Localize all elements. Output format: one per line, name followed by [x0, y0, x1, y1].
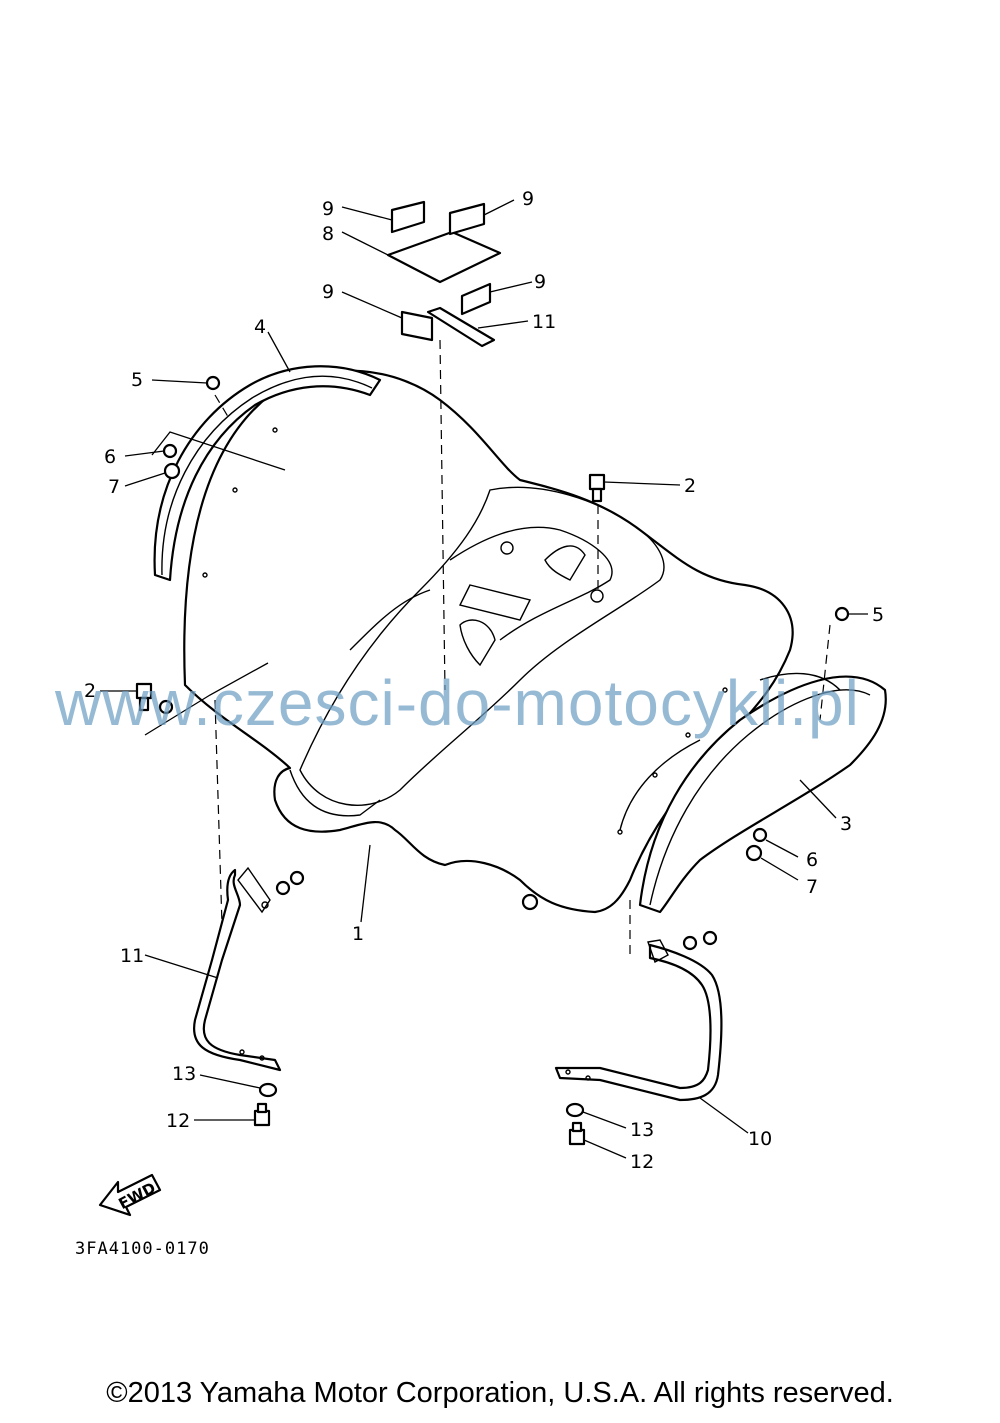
callout-13: 13 — [630, 1119, 654, 1141]
pad-part-9-top-right — [448, 202, 486, 236]
mudflap-part-4 — [153, 365, 382, 582]
rear-fender-part-1 — [183, 369, 794, 914]
pad-part-8 — [386, 230, 502, 284]
callout-8: 8 — [322, 223, 334, 245]
washer-part-13-left — [258, 1082, 278, 1098]
callout-9: 9 — [322, 281, 334, 303]
callout-3: 3 — [840, 813, 852, 835]
drawing-code: 3FA4100-0170 — [75, 1239, 210, 1259]
bolt-part-2-top — [588, 473, 606, 503]
callout-9: 9 — [534, 271, 546, 293]
callout-13: 13 — [172, 1063, 196, 1085]
callout-11: 11 — [120, 945, 144, 967]
callout-12: 12 — [630, 1151, 654, 1173]
callout-2: 2 — [684, 475, 696, 497]
bolt-part-2-left — [135, 682, 174, 715]
grab-bar-part-11 — [192, 866, 305, 1072]
assembly-lines — [144, 339, 831, 955]
copyright-notice: ©2013 Yamaha Motor Corporation, U.S.A. A… — [106, 1377, 894, 1409]
callout-6: 6 — [806, 849, 818, 871]
leader-lines — [100, 199, 868, 1159]
pad-part-9-right — [460, 282, 492, 316]
pad-part-9-top-left — [390, 200, 426, 234]
callout-7: 7 — [806, 876, 818, 898]
screw-part-5-right — [834, 606, 850, 622]
washer-part-13-right — [565, 1102, 585, 1118]
washer-part-6-right — [752, 827, 768, 843]
pad-part-9-left — [400, 310, 434, 342]
callout-7: 7 — [108, 476, 120, 498]
mudflap-part-3 — [638, 672, 887, 914]
callout-5: 5 — [131, 369, 143, 391]
callout-9: 9 — [322, 198, 334, 220]
forward-arrow-icon: FWD — [98, 1173, 162, 1217]
bolt-part-12-right — [568, 1121, 586, 1146]
nut-part-7-left — [163, 462, 181, 480]
bolt-part-side — [521, 893, 539, 911]
callout-1: 1 — [352, 923, 364, 945]
callout-2: 2 — [84, 680, 96, 702]
screw-part-5-left — [205, 375, 221, 391]
nut-part-7-right — [745, 844, 763, 862]
callout-9: 9 — [522, 188, 534, 210]
strip-part-11 — [426, 306, 496, 348]
callouts: 9 9 8 9 9 11 4 5 6 7 2 2 5 3 6 7 1 11 13… — [84, 188, 884, 1173]
callout-5: 5 — [872, 604, 884, 626]
washer-part-6-left — [162, 443, 178, 459]
callout-12: 12 — [166, 1110, 190, 1132]
callout-10: 10 — [748, 1128, 772, 1150]
callout-11: 11 — [532, 311, 556, 333]
callout-6: 6 — [104, 446, 116, 468]
callout-4: 4 — [254, 316, 266, 338]
bolt-part-12-left — [253, 1102, 271, 1127]
grab-bar-part-10 — [554, 930, 723, 1102]
